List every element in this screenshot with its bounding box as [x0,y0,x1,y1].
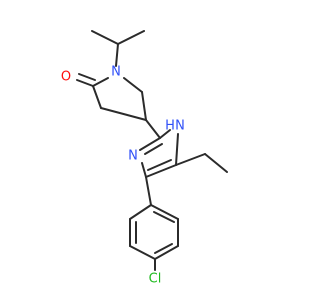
atom-nitrogen-imine: N [128,149,138,164]
bond-ch-ch2 [100,107,147,121]
bond-phenyl-link [145,176,152,206]
bond-c5-c4-a [145,164,177,178]
bond-n3-c2-a [139,137,161,151]
atom-nitrogen-amide: N [111,65,121,80]
atom-chlorine: Cl [149,272,162,287]
bond-ch2-ch [141,91,147,121]
molecule-structure: O N H N N Cl [61,30,228,287]
bond-ph-3-inner [154,243,173,254]
bond-c4-n3 [141,162,147,178]
bond-ch2-c-carbonyl [92,85,102,109]
bond-ipr-methyl-left [91,30,119,45]
bond-ph-4 [129,245,156,260]
bond-ph-3 [154,245,179,260]
atom-oxygen: O [61,70,71,85]
bond-n-ch2 [123,77,143,93]
bond-ethyl-2 [204,153,228,173]
bond-carbonyl-1 [76,79,94,87]
bond-ipr-methyl-right [117,30,145,45]
atom-nitrogen-nh: N [175,119,185,134]
bond-ph-6 [129,204,152,220]
bond-c5-c4-b [147,159,172,171]
bond-ethyl-1 [175,153,206,166]
bond-ph-1-inner [153,211,175,223]
bond-carbonyl-2 [78,73,96,81]
bond-ph-1 [150,204,179,220]
bond-ipr-n [115,43,119,67]
bond-c2-nh [159,129,171,139]
bond-ring-link [145,119,161,139]
atom-hydrogen-nh: H [165,119,175,134]
bond-n3-c2-b [144,143,163,155]
bond-nh-c5 [175,133,179,166]
bond-n-c-carbonyl [92,77,109,87]
